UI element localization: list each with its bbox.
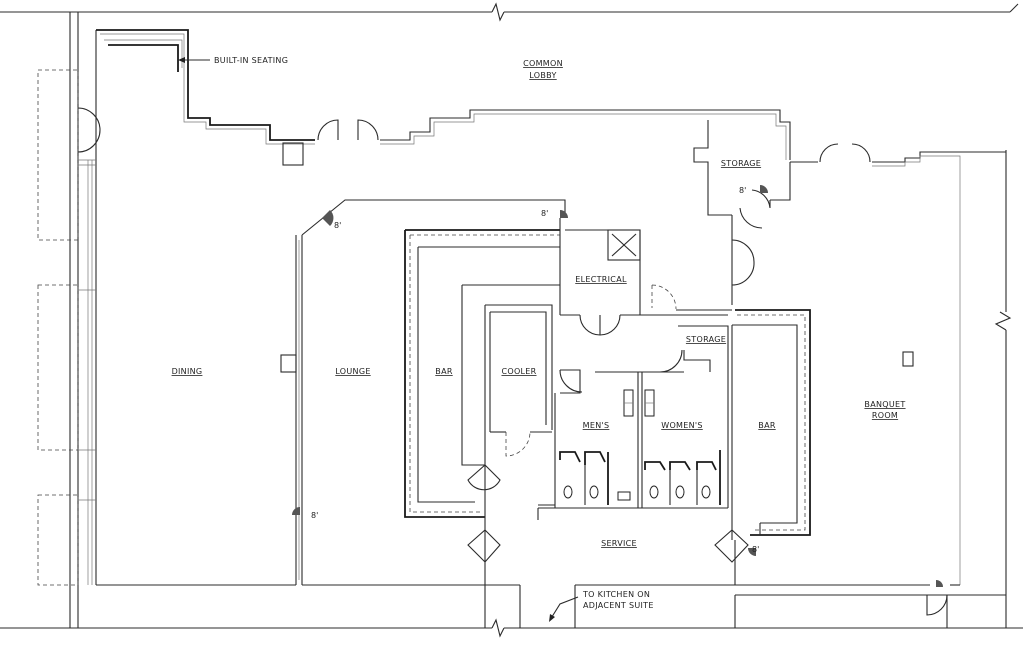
- note-kitchen-2: ADJACENT SUITE: [583, 601, 654, 610]
- dimension-labels: 8' 8' 8' 8' 8': [311, 186, 759, 554]
- banquet-room: [734, 351, 1006, 628]
- restrooms: [538, 349, 729, 509]
- lounge-room: [96, 199, 566, 586]
- dim-service-right: 8': [752, 545, 759, 554]
- north-wall: [96, 29, 1006, 585]
- label-service: SERVICE: [601, 539, 637, 548]
- label-electrical: ELECTRICAL: [575, 275, 627, 284]
- label-bar-right: BAR: [758, 421, 776, 430]
- notes: BUILT-IN SEATING TO KITCHEN ON ADJACENT …: [214, 56, 654, 610]
- bar-right: [731, 309, 811, 540]
- leader-lines: [178, 57, 579, 622]
- label-womens: WOMEN'S: [661, 421, 703, 430]
- label-common-lobby-1: COMMON: [523, 59, 563, 68]
- dim-lounge-top: 8': [334, 221, 341, 230]
- label-mens: MEN'S: [583, 421, 610, 430]
- label-banquet-1: BANQUET: [864, 400, 905, 409]
- label-banquet-2: ROOM: [872, 411, 898, 420]
- storage-top-room: [693, 120, 791, 305]
- label-storage-top: STORAGE: [721, 159, 761, 168]
- storage-mid-room: [678, 325, 729, 372]
- label-cooler: COOLER: [501, 367, 536, 376]
- dim-storage-door: 8': [739, 186, 746, 195]
- bar-left: [404, 229, 560, 518]
- note-built-in-seating: BUILT-IN SEATING: [214, 56, 288, 65]
- note-kitchen-1: TO KITCHEN ON: [582, 590, 650, 599]
- service-corridor: [467, 508, 749, 628]
- electrical-room: [559, 218, 732, 336]
- room-labels: COMMON LOBBY DINING LOUNGE BAR COOLER EL…: [172, 59, 906, 548]
- west-wall: [37, 12, 101, 628]
- label-common-lobby-2: LOBBY: [529, 71, 556, 80]
- dim-lounge-bottom: 8': [311, 511, 318, 520]
- outer-frame: [0, 2, 1023, 638]
- dimension-markers: [292, 185, 943, 587]
- label-storage-mid: STORAGE: [686, 335, 726, 344]
- dim-center-top: 8': [541, 209, 548, 218]
- label-bar-left: BAR: [435, 367, 453, 376]
- label-lounge: LOUNGE: [335, 367, 370, 376]
- cooler-room: [467, 304, 553, 510]
- label-dining: DINING: [172, 367, 203, 376]
